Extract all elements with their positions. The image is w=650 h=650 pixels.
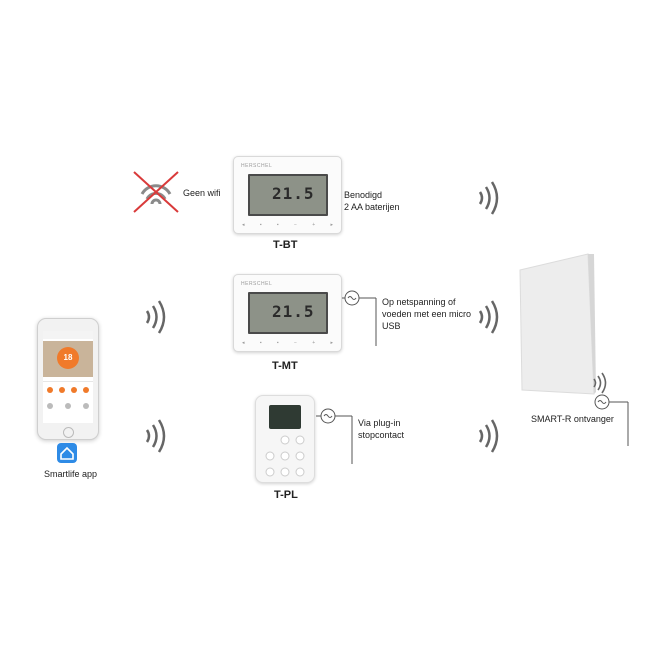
lcd-screen: 21.5 [248, 292, 328, 334]
smartphone: 18 [37, 318, 99, 440]
battery-note-line2: 2 AA baterijen [344, 202, 400, 212]
brand-label: HERSCHEL [241, 163, 273, 169]
no-wifi-icon [133, 171, 179, 213]
temperature-display: 21.5 [272, 184, 315, 203]
t-bt-thermostat: HERSCHEL 21.5 ◂▪▪−+▸ [233, 156, 342, 234]
power-connection-icon [342, 290, 377, 346]
app-controls-row2 [47, 403, 89, 413]
lcd-screen: 21.5 [248, 174, 328, 216]
wifi-signal-icon [145, 300, 166, 334]
home-button [63, 427, 74, 438]
temperature-display: 21.5 [272, 302, 315, 321]
display-screen [269, 405, 301, 429]
wifi-signal-icon [145, 419, 166, 453]
smartlife-app-label: Smartlife app [44, 469, 98, 479]
button-row: ◂▪▪−+▸ [242, 222, 333, 228]
mains-note-line3: USB [382, 321, 401, 331]
t-pl-name: T-PL [274, 489, 298, 501]
app-header [43, 331, 93, 339]
divider [43, 381, 93, 382]
temperature-bubble: 18 [57, 347, 79, 369]
mains-note-line2: voeden met een micro [382, 309, 472, 319]
t-mt-thermostat: HERSCHEL 21.5 ◂▪▪−+▸ [233, 274, 342, 352]
smartlife-logo-icon [57, 443, 77, 463]
receiver-wifi-icon [593, 372, 607, 394]
t-pl-thermostat [255, 395, 315, 483]
plugin-note-line2: stopcontact [358, 430, 405, 440]
wifi-signal-icon [478, 419, 499, 453]
button-row: ◂▪▪−+▸ [242, 340, 333, 346]
wifi-signal-icon [478, 181, 499, 215]
phone-screen: 18 [43, 331, 93, 423]
plugin-connection-icon [316, 408, 353, 464]
control-buttons [265, 435, 305, 477]
receiver-label: SMART-R ontvanger [531, 414, 614, 424]
app-controls [47, 387, 89, 397]
battery-note-line1: Benodigd [344, 190, 383, 200]
wifi-signal-icon [478, 300, 499, 334]
plugin-note-line1: Via plug-in [358, 418, 401, 428]
mains-note-line1: Op netspanning of [382, 297, 456, 307]
t-mt-name: T-MT [272, 360, 298, 372]
heating-panel [519, 253, 596, 395]
t-bt-name: T-BT [273, 239, 298, 251]
brand-label: HERSCHEL [241, 281, 273, 287]
no-wifi-label: Geen wifi [183, 188, 221, 198]
receiver-connection-icon [594, 394, 629, 446]
